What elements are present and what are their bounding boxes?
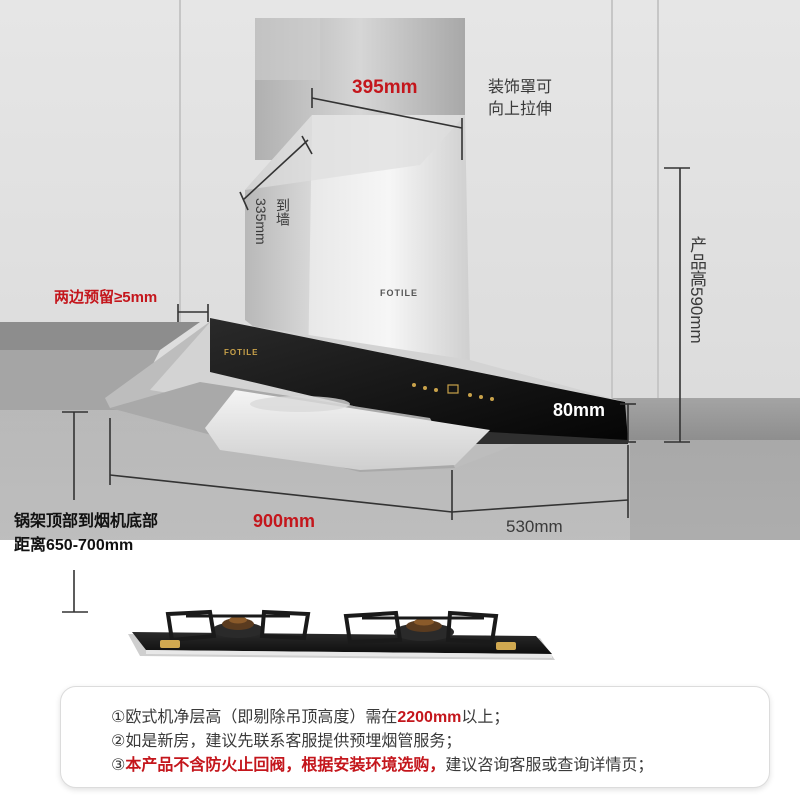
upper-cabinet-right bbox=[612, 398, 800, 440]
product-height-label: 产品高590mm bbox=[687, 236, 706, 344]
note-1-highlight: 2200mm bbox=[397, 709, 462, 726]
note-1: ①欧式机净层高（即剔除吊顶高度）需在2200mm以上； bbox=[111, 703, 509, 727]
note-2-prefix: ②如是新房，建议先联系客服提供预埋烟管服务； bbox=[111, 733, 462, 750]
note-1-suffix: 以上； bbox=[461, 709, 510, 726]
dim-product-height bbox=[664, 167, 690, 443]
note-2: ②如是新房，建议先联系客服提供预埋烟管服务； bbox=[111, 727, 461, 751]
hob-knob-right bbox=[496, 642, 516, 650]
burner-right bbox=[343, 610, 499, 645]
note-1-prefix: ①欧式机净层高（即剔除吊顶高度）需在 bbox=[111, 709, 398, 726]
to-wall-value: 335mm bbox=[253, 198, 269, 245]
to-wall-label: 到墙 bbox=[275, 198, 291, 226]
note-3: ③本产品不含防火止回阀，根据安装环境选购，建议咨询客服或查询详情页； bbox=[111, 751, 653, 775]
panel-brand-logo: FOTILE bbox=[224, 348, 259, 357]
glass-panel-edge bbox=[455, 430, 628, 444]
hood-width-label: 900mm bbox=[253, 511, 316, 531]
note-3-prefix: ③ bbox=[111, 757, 126, 774]
note-3-suffix: 建议咨询客服或查询详情页； bbox=[445, 757, 654, 774]
hood-depth-label: 530mm bbox=[506, 517, 563, 536]
panel-height-label: 80mm bbox=[553, 400, 606, 420]
dim-hob-distance bbox=[62, 411, 88, 613]
hob-distance-line1: 锅架顶部到烟机底部 bbox=[14, 513, 159, 530]
cover-width-label: 395mm bbox=[352, 77, 418, 98]
notes-panel: ①欧式机净层高（即剔除吊顶高度）需在2200mm以上； ②如是新房，建议先联系客… bbox=[60, 686, 770, 788]
hob-distance-line2: 距离650-700mm bbox=[14, 537, 134, 554]
control-lights bbox=[412, 383, 494, 401]
dim-to-wall bbox=[239, 135, 313, 211]
burner-left bbox=[165, 609, 311, 643]
glass-panel bbox=[210, 318, 628, 440]
chimney-cover-front bbox=[308, 115, 470, 370]
hob-knob-left bbox=[160, 640, 180, 648]
upper-cabinet-left bbox=[0, 322, 200, 350]
dim-side-clearance bbox=[177, 304, 209, 322]
side-clearance-label: 两边预留≥5mm bbox=[54, 289, 158, 306]
cover-note-line2: 向上拉伸 bbox=[488, 101, 553, 118]
dim-cover-width bbox=[311, 88, 463, 160]
note-3-highlight: 本产品不含防火止回阀，根据安装环境选购， bbox=[125, 757, 446, 774]
chimney-cover-top bbox=[245, 115, 465, 190]
hood-brand-logo: FOTILE bbox=[380, 288, 418, 298]
chimney-cover-upper-top bbox=[255, 18, 320, 80]
cabinet-seams bbox=[179, 0, 659, 400]
dim-hood-depth bbox=[451, 445, 629, 518]
cover-note-line1: 装饰罩可 bbox=[488, 79, 553, 96]
filter-vent bbox=[250, 396, 350, 412]
dim-panel-height bbox=[620, 403, 636, 443]
